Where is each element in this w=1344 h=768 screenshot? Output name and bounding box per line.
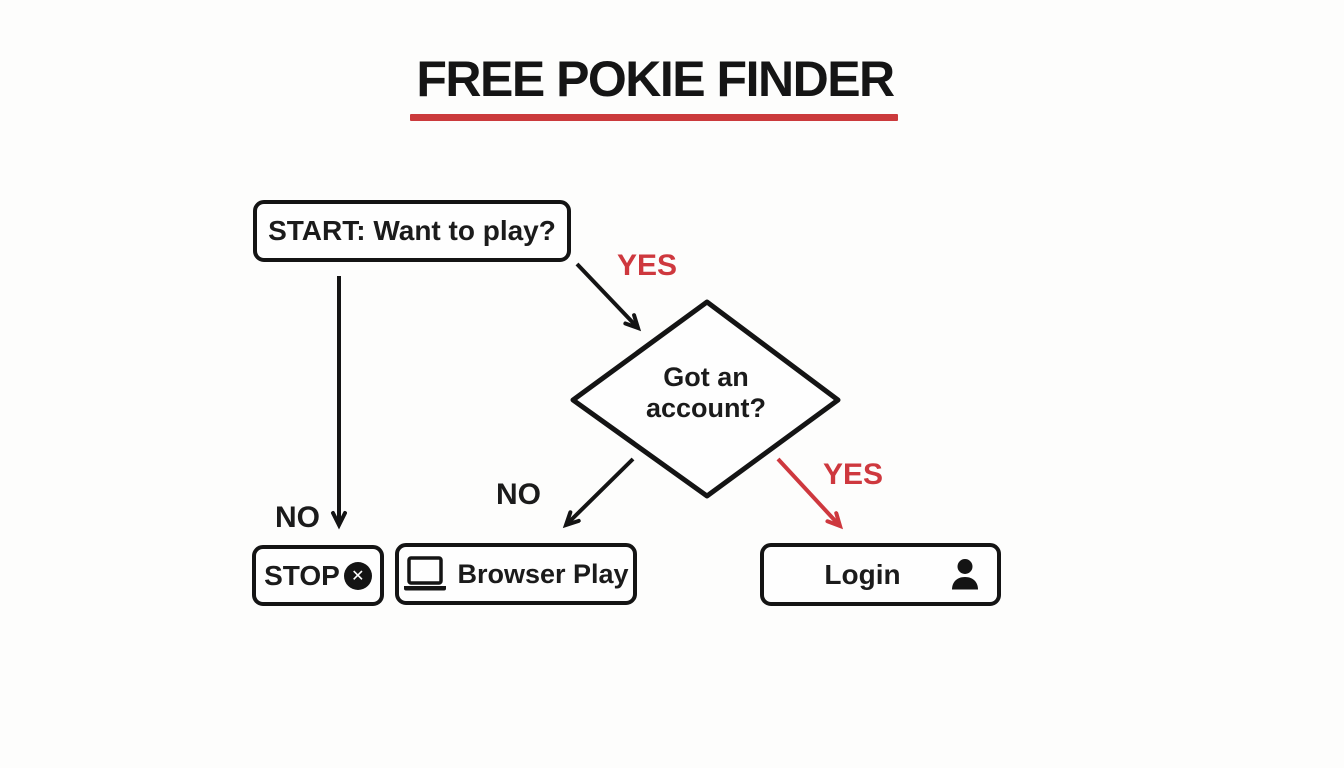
laptop-icon xyxy=(404,556,447,591)
node-start-label: START: Want to play? xyxy=(268,215,556,246)
node-stop-label: STOP xyxy=(264,559,340,591)
person-icon xyxy=(952,558,978,589)
title-underline xyxy=(410,114,898,121)
edge-decision-to-login xyxy=(776,457,844,530)
decision-label-line1: Got an xyxy=(663,362,749,392)
node-browser-play: Browser Play xyxy=(395,543,637,605)
edge-label-yes-start-to-decision: YES xyxy=(617,249,678,282)
node-login: Login xyxy=(760,543,1001,606)
node-decision-diamond xyxy=(570,299,841,499)
node-browser-play-label: Browser Play xyxy=(457,558,629,589)
edge-label-yes-decision-to-login: YES xyxy=(823,458,884,491)
edge-label-no-start-to-stop: NO xyxy=(275,501,320,534)
edge-start-to-decision xyxy=(575,262,642,332)
node-stop: STOP ✕ xyxy=(252,545,384,606)
circled-x-icon: ✕ xyxy=(343,561,372,590)
node-decision-label: Got an account? xyxy=(573,362,839,424)
edge-label-no-decision-to-browser-play: NO xyxy=(496,478,541,511)
node-start: START: Want to play? xyxy=(253,200,571,262)
edge-decision-to-browser-play xyxy=(562,457,635,529)
page-title: FREE POKIE FINDER xyxy=(416,51,895,107)
node-login-label: Login xyxy=(824,558,901,590)
decision-label-line2: account? xyxy=(645,393,766,423)
